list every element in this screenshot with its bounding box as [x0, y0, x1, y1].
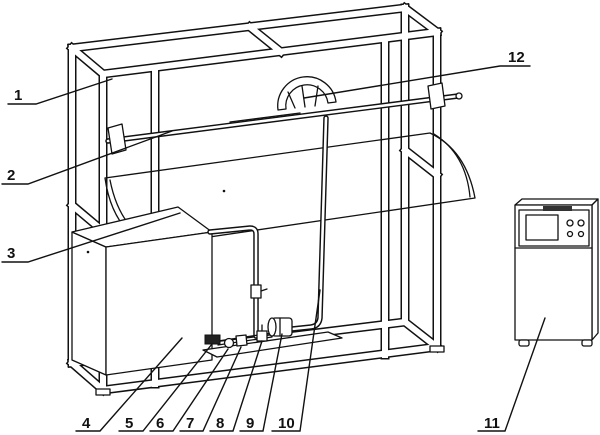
cabinet-foot — [581, 339, 593, 347]
leader-line — [239, 333, 283, 432]
fitting-union — [235, 334, 248, 347]
valve-body — [250, 284, 262, 299]
left-bracket — [107, 123, 127, 155]
leader-line — [209, 340, 263, 432]
control-cabinet — [514, 198, 599, 347]
cabinet-right-face — [591, 198, 599, 341]
callout-3: 3 — [1, 212, 181, 263]
callout-1: 1 — [7, 78, 113, 105]
water-tank — [71, 206, 213, 376]
leader-line — [1, 212, 181, 263]
marker-dot — [222, 189, 226, 193]
callouts: 1 2 3 4 5 6 7 8 — [1, 49, 546, 432]
callout-8: 8 — [209, 340, 263, 432]
swing-sector — [277, 76, 337, 111]
tank-front-face — [105, 231, 213, 376]
callout-label: 5 — [125, 415, 133, 432]
leader-line — [477, 317, 546, 432]
spray-arc-right-edge — [433, 133, 471, 198]
tank-left-face — [71, 231, 107, 376]
callout-4: 4 — [75, 337, 183, 432]
fitting-coupling — [223, 337, 235, 349]
leader-line — [149, 348, 229, 432]
leader-line — [179, 346, 242, 432]
cabinet-top-face — [514, 198, 599, 206]
knob-icon — [566, 219, 574, 227]
knob-icon — [577, 219, 585, 227]
leader-line — [1, 130, 173, 185]
callout-6: 6 — [149, 348, 229, 432]
test-frame — [72, 8, 445, 396]
swing-pipe-end-cap — [455, 92, 463, 100]
frame-foot — [95, 388, 111, 396]
callout-10: 10 — [271, 289, 321, 432]
swing-linkage — [229, 112, 301, 123]
callout-12: 12 — [303, 49, 531, 99]
check-valve — [256, 330, 268, 342]
valve-handle — [260, 288, 268, 292]
callout-label: 3 — [7, 245, 15, 262]
swing-mechanism — [107, 76, 463, 155]
fitting-block — [204, 334, 221, 345]
callout-label: 1 — [14, 87, 22, 104]
sector-spoke — [301, 85, 306, 108]
right-bracket — [427, 82, 446, 110]
cabinet-foot — [518, 339, 530, 347]
callout-label: 9 — [246, 415, 254, 432]
leader-line — [271, 289, 321, 432]
callout-label: 10 — [278, 415, 295, 432]
marker-dot — [86, 250, 90, 254]
callout-label: 12 — [508, 49, 525, 66]
pump-end-cap — [267, 317, 277, 337]
indicator-light-icon — [566, 230, 574, 238]
frame-foot — [429, 345, 445, 353]
callout-2: 2 — [1, 130, 173, 185]
callout-11: 11 — [477, 317, 546, 432]
cabinet-display — [525, 214, 559, 241]
pump-base-plate — [202, 331, 343, 358]
leader-line — [118, 343, 213, 432]
callout-label: 4 — [82, 415, 91, 432]
callout-label: 11 — [484, 415, 500, 432]
sector-spoke — [287, 91, 296, 109]
callout-5: 5 — [118, 343, 213, 432]
indicator-light-icon — [577, 230, 585, 238]
callout-label: 6 — [156, 415, 164, 432]
cabinet-nameplate — [543, 206, 572, 211]
callout-label: 8 — [216, 415, 224, 432]
callout-9: 9 — [239, 333, 283, 432]
callout-label: 2 — [7, 167, 15, 184]
leader-line — [303, 65, 531, 99]
leader-line — [75, 337, 183, 432]
outlet-valve — [250, 284, 268, 299]
callout-7: 7 — [179, 346, 242, 432]
leader-line — [7, 78, 113, 105]
callout-label: 7 — [186, 415, 194, 432]
